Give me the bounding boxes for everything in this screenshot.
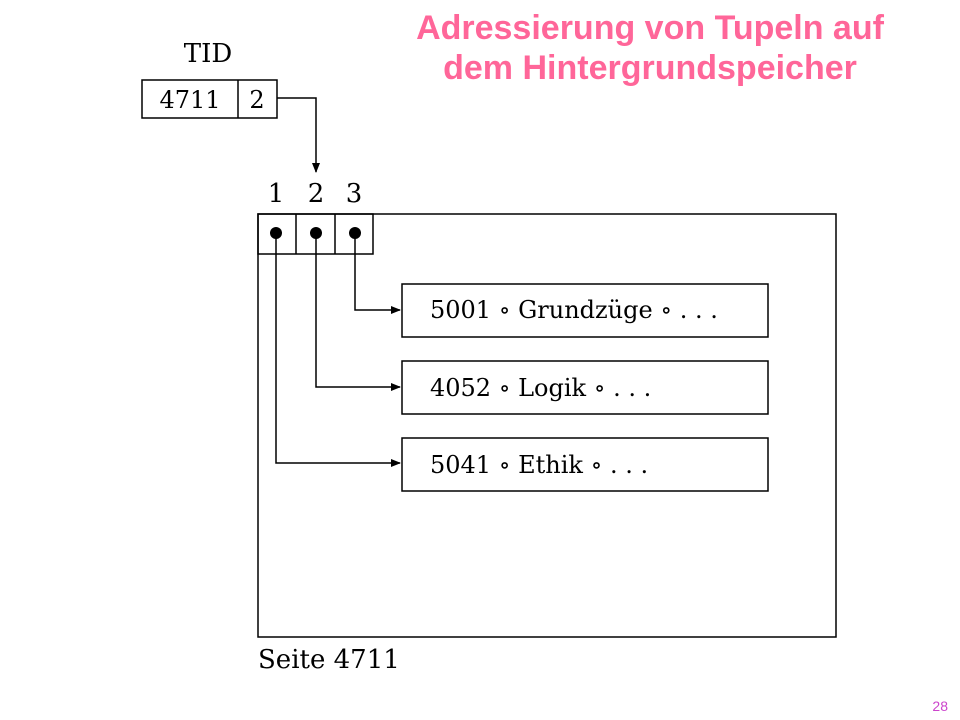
title-line-1: Adressierung von Tupeln auf xyxy=(416,9,884,47)
tuple-record-logik: 4052 ∘ Logik ∘ . . . xyxy=(430,374,651,402)
slot-number-2: 2 xyxy=(308,179,325,209)
tid-label: TID xyxy=(184,39,232,69)
slot-number-1: 1 xyxy=(268,179,285,209)
slot-number-3: 3 xyxy=(346,179,363,209)
tuple-record-grundzuege: 5001 ∘ Grundzüge ∘ . . . xyxy=(430,296,718,324)
tuple-box-ethik xyxy=(401,437,769,492)
tuple-box-grundzuege xyxy=(401,283,769,338)
slide-title: Adressierung von Tupeln auf dem Hintergr… xyxy=(340,8,960,88)
tid-page-value: 4711 xyxy=(159,86,220,114)
title-line-2: dem Hintergrundspeicher xyxy=(443,49,857,87)
tid-box xyxy=(141,79,278,119)
tuple-box-logik xyxy=(401,360,769,415)
slot-3-pointer-arrow xyxy=(354,233,401,314)
page-number: 28 xyxy=(932,698,948,714)
slot-2-pointer-arrow xyxy=(315,233,401,391)
tid-to-slot-arrow xyxy=(277,97,320,173)
slot-1-pointer-arrow xyxy=(275,233,401,467)
tid-slot-value: 2 xyxy=(249,86,264,114)
page-caption: Seite 4711 xyxy=(258,645,400,675)
tuple-record-ethik: 5041 ∘ Ethik ∘ . . . xyxy=(430,451,648,479)
page-box xyxy=(257,213,837,638)
